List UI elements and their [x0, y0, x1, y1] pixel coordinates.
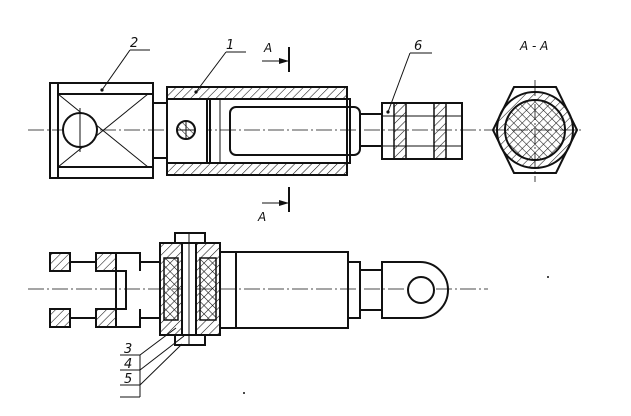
- label-part-2: 2: [130, 36, 138, 51]
- sleeve-body: [219, 251, 383, 329]
- label-part-4: 4: [124, 357, 132, 372]
- bolt-assembly: [159, 232, 221, 346]
- leader-3-4-5: 3 4 5: [120, 327, 185, 398]
- bottom-view: 3 4 5: [28, 232, 549, 398]
- label-part-6: 6: [414, 39, 422, 54]
- eye-end: [381, 261, 449, 319]
- fork-head: [49, 82, 154, 179]
- section-mark-bottom: A: [257, 187, 290, 224]
- label-part-1: 1: [226, 38, 234, 53]
- label-part-5: 5: [124, 372, 132, 387]
- leader-6: 6: [386, 39, 432, 114]
- hex-nut: [381, 102, 463, 160]
- eye-hole: [407, 276, 435, 304]
- label-part-3: 3: [124, 342, 132, 357]
- top-view: A A 2 1 6: [28, 36, 488, 224]
- outer-sleeve: [166, 86, 361, 176]
- leader-2: 2: [100, 36, 150, 92]
- section-mark-top: A: [262, 41, 290, 72]
- section-mark-bottom-label: A: [257, 210, 266, 224]
- section-mark-top-label: A: [263, 41, 272, 55]
- fork-jaws: [49, 252, 160, 328]
- section-a-a: A - A: [488, 39, 584, 182]
- section-title: A - A: [519, 39, 548, 53]
- leader-1: 1: [194, 38, 246, 94]
